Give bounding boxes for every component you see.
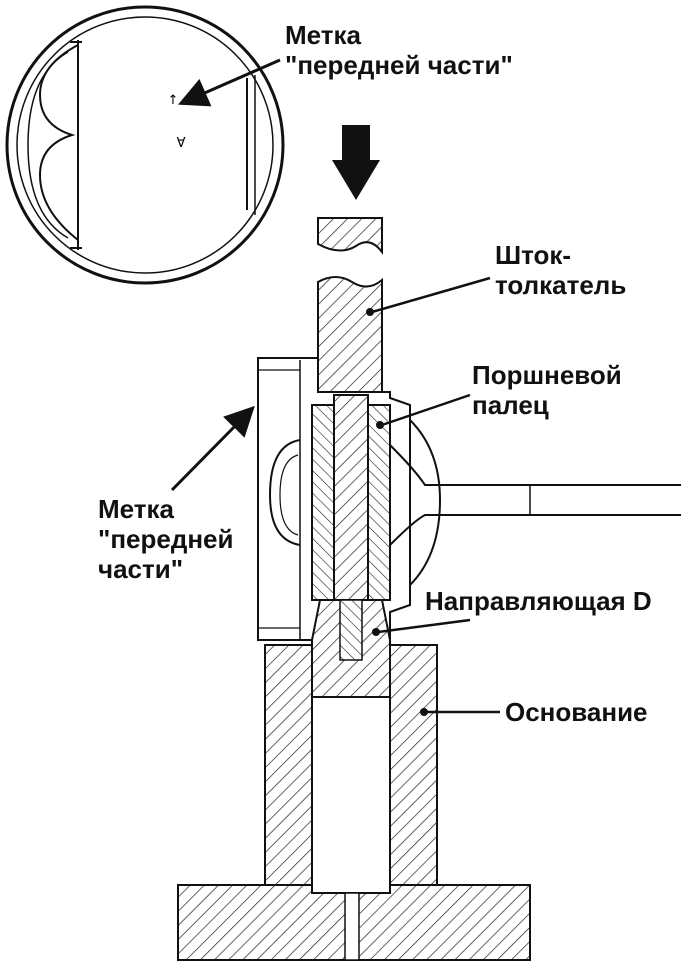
base-label: Основание <box>505 697 648 727</box>
top-front-mark-label: Метка "передней части" <box>285 20 513 80</box>
piston-pin-label-line2: палец <box>472 390 549 420</box>
connecting-rod <box>389 419 681 586</box>
guide-leader-dot <box>372 628 380 636</box>
side-front-mark-line2: "передней <box>98 524 234 554</box>
top-front-mark-line1: Метка <box>285 20 361 50</box>
base-leader-dot <box>420 708 428 716</box>
side-front-mark-line3: части" <box>98 554 184 584</box>
piston-top-arrow-mark: ↑ <box>168 93 179 108</box>
side-front-mark-label: Метка "передней части" <box>98 494 233 584</box>
pusher-leader-dot <box>366 308 374 316</box>
top-front-mark-line2: "передней части" <box>285 50 513 80</box>
pusher-rod <box>317 276 383 393</box>
pin-leader-dot <box>376 421 384 429</box>
press-direction-arrow <box>332 125 380 200</box>
piston-pin-label: Поршневой палец <box>472 360 622 420</box>
pusher-label-line1: Шток- <box>495 240 572 270</box>
guide-d-label: Направляющая D <box>425 586 652 616</box>
pin-leader <box>381 393 471 427</box>
pusher-top-piece <box>317 217 383 255</box>
pusher-label-line2: толкатель <box>495 270 627 300</box>
pusher-label: Шток- толкатель <box>495 240 626 300</box>
piston-top-letter-mark: A <box>176 133 185 148</box>
base <box>177 644 531 961</box>
side-mark-leader <box>170 405 255 492</box>
top-mark-leader <box>178 58 281 107</box>
pusher-leader <box>371 276 491 314</box>
guide-d-bore <box>339 599 363 661</box>
side-front-mark-line1: Метка <box>98 494 174 524</box>
piston-pin-label-line1: Поршневой <box>472 360 622 390</box>
guide-leader <box>377 618 471 634</box>
piston-top-view <box>5 5 285 285</box>
